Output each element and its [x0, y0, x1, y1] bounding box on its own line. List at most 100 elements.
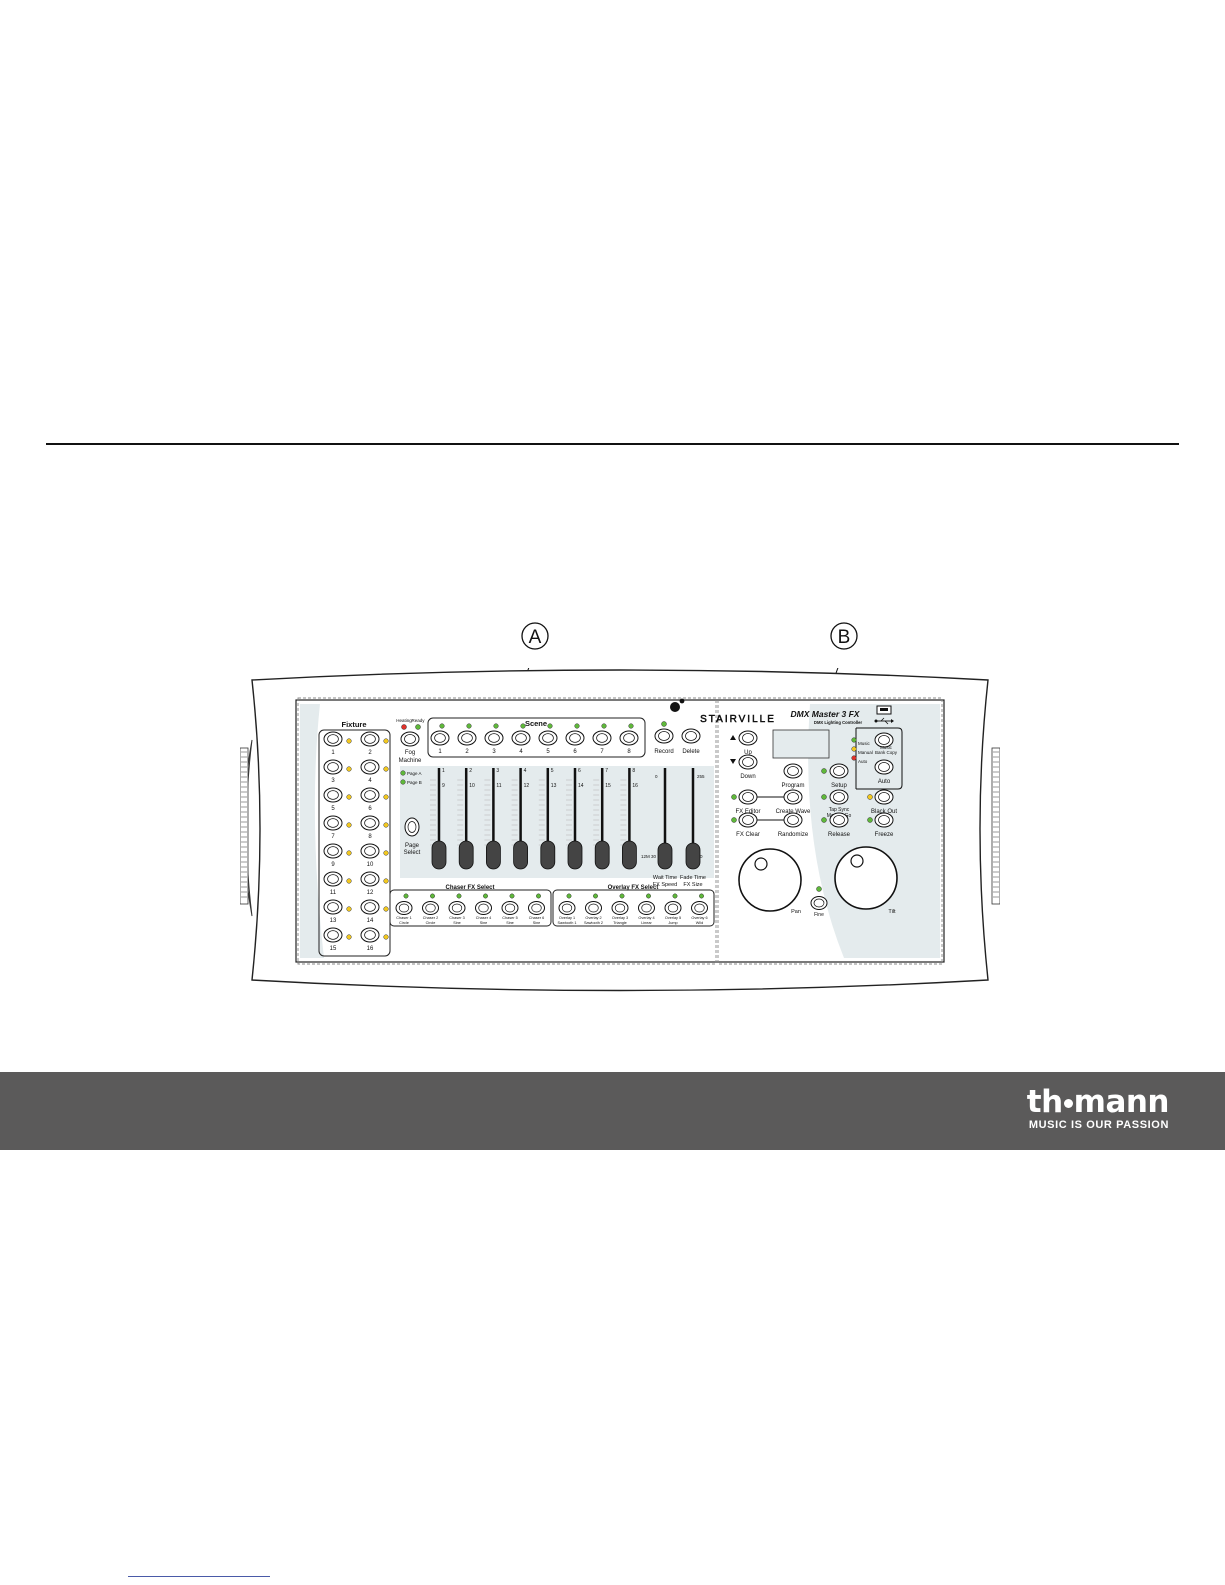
fixture-led-2: [383, 738, 389, 744]
overlay-button-6[interactable]: [691, 901, 708, 915]
scene-label-7: 7: [600, 749, 604, 755]
scene-led-7: [601, 723, 607, 729]
up-button[interactable]: [738, 730, 758, 746]
program-button[interactable]: [783, 763, 803, 779]
music-bank-copy-button[interactable]: [874, 732, 894, 748]
lcd-display: [772, 729, 830, 759]
scene-button-6[interactable]: [565, 730, 585, 746]
fixture-led-9: [346, 850, 352, 856]
fixture-led-16: [383, 934, 389, 940]
chaser-led-2: [430, 893, 435, 899]
delete-button[interactable]: [681, 728, 701, 744]
record-button[interactable]: [654, 728, 674, 744]
tap-sync-label-1: Tap Sync: [829, 807, 850, 813]
tilt-wheel[interactable]: [834, 846, 898, 910]
fixture-button-9[interactable]: [323, 843, 343, 859]
fixture-button-15[interactable]: [323, 927, 343, 943]
chaser-button-1[interactable]: [395, 901, 413, 915]
auto-button[interactable]: [874, 759, 894, 775]
channel-fader-3[interactable]: [484, 768, 501, 870]
freeze-button[interactable]: [874, 812, 894, 828]
overlay-label-3-line1: Overlay 3: [612, 916, 628, 920]
scene-button-2[interactable]: [457, 730, 477, 746]
release-button[interactable]: [829, 812, 849, 828]
scene-button-1[interactable]: [430, 730, 450, 746]
fixture-button-1[interactable]: [323, 731, 343, 747]
fixture-label-6: 6: [368, 806, 372, 812]
overlay-button-3[interactable]: [611, 901, 629, 915]
tap-sync-button[interactable]: [829, 789, 849, 805]
chaser-fx-title: Chaser FX Select: [445, 885, 494, 891]
down-button[interactable]: [738, 754, 758, 770]
section-b-outline: [717, 697, 943, 965]
randomize-button[interactable]: [783, 812, 803, 828]
fixture-led-11: [346, 878, 352, 884]
fixture-led-4: [383, 766, 389, 772]
fx-editor-button[interactable]: [738, 789, 758, 805]
scene-button-4[interactable]: [511, 730, 531, 746]
create-wave-button[interactable]: [783, 789, 803, 805]
fixture-button-6[interactable]: [360, 787, 380, 803]
fixture-button-11[interactable]: [323, 871, 343, 887]
black-out-button[interactable]: [874, 789, 894, 805]
scene-button-5[interactable]: [538, 730, 558, 746]
fixture-button-12[interactable]: [360, 871, 380, 887]
page-select-button[interactable]: [404, 817, 420, 837]
chaser-label-4-line1: Chaser 4: [476, 916, 491, 920]
page-select-label-1: Page: [405, 843, 420, 849]
overlay-button-2[interactable]: [585, 901, 602, 915]
chaser-button-3[interactable]: [448, 901, 466, 915]
fixture-button-13[interactable]: [323, 899, 343, 915]
fixture-button-8[interactable]: [360, 815, 380, 831]
program-label: Program: [781, 783, 804, 789]
fine-button[interactable]: [810, 896, 828, 910]
chaser-button-6[interactable]: [528, 901, 545, 915]
fog-machine-button[interactable]: [400, 731, 420, 747]
fixture-button-3[interactable]: [323, 759, 343, 775]
callout-b: B: [829, 621, 859, 658]
overlay-button-5[interactable]: [664, 901, 682, 915]
fixture-button-10[interactable]: [360, 843, 380, 859]
fader-upper-label-7: 7: [605, 768, 608, 774]
fader-upper-label-1: 1: [442, 768, 445, 774]
fixture-led-12: [383, 878, 389, 884]
fixture-button-7[interactable]: [323, 815, 343, 831]
overlay-button-1[interactable]: [558, 901, 576, 915]
fixture-button-4[interactable]: [360, 759, 380, 775]
chaser-button-2[interactable]: [422, 901, 439, 915]
overlay-label-5-line1: Overlay 5: [665, 916, 681, 920]
overlay-led-5: [672, 893, 678, 899]
model-name: DMX Master 3 FX: [791, 709, 861, 719]
scene-button-7[interactable]: [592, 730, 612, 746]
chaser-label-6-line1: Chaser 6: [529, 916, 544, 920]
channel-fader-5[interactable]: [538, 768, 556, 870]
fade-time-fader[interactable]: [685, 768, 701, 870]
channel-fader-6[interactable]: [566, 768, 583, 870]
music-bank-label-2: Bank Copy: [875, 750, 898, 755]
overlay-button-4[interactable]: [638, 901, 655, 915]
chaser-button-4[interactable]: [475, 901, 492, 915]
channel-fader-4[interactable]: [511, 768, 529, 870]
channel-fader-2[interactable]: [457, 768, 474, 870]
scene-button-8[interactable]: [619, 730, 639, 746]
setup-button[interactable]: [829, 763, 849, 779]
channel-fader-7[interactable]: [593, 768, 610, 870]
channel-fader-1[interactable]: [430, 768, 447, 870]
speed-max-label: 255: [697, 774, 705, 779]
overlay-led-1: [566, 893, 572, 899]
fixture-led-1: [346, 738, 352, 744]
fixture-button-5[interactable]: [323, 787, 343, 803]
fixture-button-14[interactable]: [360, 899, 380, 915]
channel-fader-8[interactable]: [620, 768, 637, 870]
chaser-button-5[interactable]: [501, 901, 519, 915]
scene-led-8: [628, 723, 634, 729]
fixture-button-16[interactable]: [360, 927, 380, 943]
usb-port[interactable]: [876, 705, 892, 715]
pan-wheel[interactable]: [738, 848, 802, 912]
model-subtitle: DMX Lighting Controller: [814, 720, 863, 725]
scene-button-3[interactable]: [484, 730, 504, 746]
fx-clear-button[interactable]: [738, 812, 758, 828]
fixture-button-2[interactable]: [360, 731, 380, 747]
wait-time-fader[interactable]: [657, 768, 673, 870]
